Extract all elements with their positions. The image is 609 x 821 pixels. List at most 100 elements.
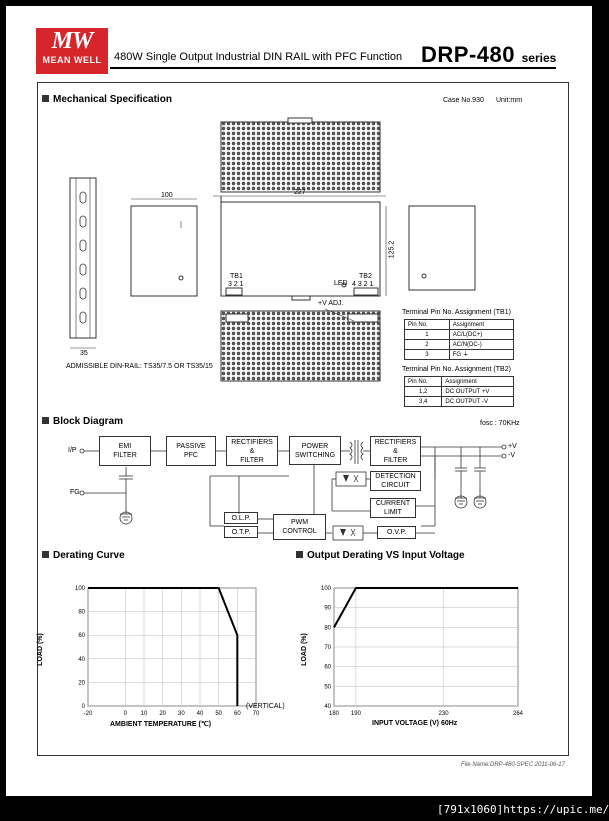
y-tick-label: 40 [324, 704, 331, 710]
y-tick-label: 60 [78, 633, 85, 639]
unit-label: Unit:mm [496, 97, 523, 104]
power-switching-block: POWER SWITCHING [289, 436, 341, 465]
block-heading: Block Diagram [42, 416, 123, 427]
table-cell: DC OUTPUT -V [441, 396, 514, 407]
led-label: LED [334, 280, 348, 287]
din-rail [69, 177, 97, 339]
fg-label: FG [70, 489, 80, 496]
file-footer: File Name:DRP-480-SPEC 2011-06-17 [461, 762, 565, 768]
derating-heading-text: Derating Curve [53, 550, 125, 561]
plot-frame [87, 587, 257, 707]
rail-note: ADMISSIBLE DIN-RAIL: TS35/7.5 OR TS35/15 [66, 363, 213, 370]
model-number: DRP-480 [421, 42, 515, 67]
vplus-label: +V [508, 443, 517, 450]
passive-pfc-block: PASSIVE PFC [166, 436, 216, 466]
logo-mark: MW [51, 28, 94, 54]
section-bullet [42, 551, 49, 558]
dim-35: 35 [80, 350, 88, 357]
emi-filter-block: EMI FILTER [99, 436, 151, 466]
x-tick-label: 20 [159, 711, 166, 717]
x-tick-label: 70 [253, 711, 260, 717]
mech-heading: Mechanical Specification [42, 94, 172, 105]
outderate-heading: Output Derating VS Input Voltage [296, 550, 465, 561]
product-title: 480W Single Output Industrial DIN RAIL w… [114, 51, 403, 63]
derating-ylabel: LOAD (%) [36, 633, 44, 666]
outderate-xlabel: INPUT VOLTAGE (V) 60Hz [372, 720, 458, 727]
pwm-control-block: PWM CONTROL [273, 514, 326, 540]
y-tick-label: 80 [78, 610, 85, 616]
y-tick-label: 70 [324, 645, 331, 651]
x-tick-label: 190 [351, 711, 362, 717]
tb1-table-title: Terminal Pin No. Assignment (TB1) [402, 309, 511, 316]
section-bullet [42, 417, 49, 424]
optocoupler-2 [332, 525, 364, 541]
mean-well-logo: MW MEAN WELL [36, 28, 108, 74]
section-bullet [42, 95, 49, 102]
series-line [88, 587, 239, 706]
section-bullet [296, 551, 303, 558]
y-tick-label: 100 [321, 586, 332, 592]
mech-heading-text: Mechanical Specification [53, 94, 172, 105]
block-diagram-wires [79, 440, 507, 541]
bottom-view [220, 310, 381, 382]
block-heading-text: Block Diagram [53, 416, 124, 427]
content-frame [37, 82, 569, 756]
optocoupler-1 [335, 471, 367, 487]
table-cell: 3,4 [403, 396, 443, 407]
series-label: series [521, 51, 557, 65]
derating-xlabel: AMBIENT TEMPERATURE (℃) [110, 721, 212, 728]
tb2-pins: 4 3 2 1 [352, 281, 374, 288]
vminus-label: -V [508, 452, 515, 459]
y-tick-label: 50 [324, 684, 331, 690]
mechanical-drawing [69, 117, 476, 382]
dim-227: 227 [294, 189, 306, 196]
detection-circuit-block: DETECTION CIRCUIT [370, 471, 421, 491]
ovp-block: O.V.P. [377, 526, 416, 539]
outderate-heading-text: Output Derating VS Input Voltage [307, 550, 465, 561]
otp-block: O.T.P. [224, 526, 258, 538]
tb2-label: TB2 [359, 273, 372, 280]
series-line [333, 587, 518, 628]
tb1-label: TB1 [230, 273, 243, 280]
olp-block: O.L.P. [224, 512, 258, 524]
rectifier-filter-block-2: RECTIFIERS & FILTER [370, 436, 421, 466]
output-derating-chart: 40 50 60 70 80 90 100 180 190 230 264 [321, 586, 524, 717]
x-tick-label: 60 [234, 711, 241, 717]
y-tick-label: 80 [324, 625, 331, 631]
x-tick-label: 180 [329, 711, 340, 717]
x-tick-label: -20 [84, 711, 93, 717]
header-rule [110, 67, 556, 69]
y-tick-label: 0 [82, 704, 86, 710]
x-tick-label: 0 [124, 711, 128, 717]
y-tick-label: 90 [324, 606, 331, 612]
y-tick-label: 60 [324, 665, 331, 671]
x-tick-label: 30 [178, 711, 185, 717]
fosc-label: fosc : 70KHz [480, 420, 520, 427]
rectifier-filter-block-1: RECTIFIERS & FILTER [226, 436, 278, 466]
model-name: DRP-480 series [421, 42, 556, 68]
datasheet-page: MW MEAN WELL 480W Single Output Industri… [6, 6, 592, 796]
dim-100: 100 [161, 192, 173, 199]
x-tick-label: 230 [439, 711, 450, 717]
x-tick-label: 264 [513, 711, 524, 717]
top-view [220, 121, 381, 193]
case-number: Case No.930 [443, 97, 484, 104]
vertical-note: (VERTICAL) [246, 703, 285, 710]
table-cell: FG ⏚ [448, 349, 515, 360]
y-tick-label: 20 [78, 680, 85, 686]
derating-heading: Derating Curve [42, 550, 125, 561]
current-limit-block: CURRENT LIMIT [370, 498, 416, 518]
front-view [220, 201, 381, 297]
x-tick-label: 50 [215, 711, 222, 717]
side-view-right [408, 205, 476, 291]
transformer-symbol [349, 440, 364, 464]
y-tick-label: 40 [78, 657, 85, 663]
upload-badge: [791x1060]https://upic.me/ [437, 803, 609, 816]
logo-text: MEAN WELL [42, 55, 102, 65]
outderate-ylabel: LOAD (%) [300, 633, 308, 666]
side-view-left [130, 205, 198, 297]
tb1-pins: 3 2 1 [228, 281, 244, 288]
